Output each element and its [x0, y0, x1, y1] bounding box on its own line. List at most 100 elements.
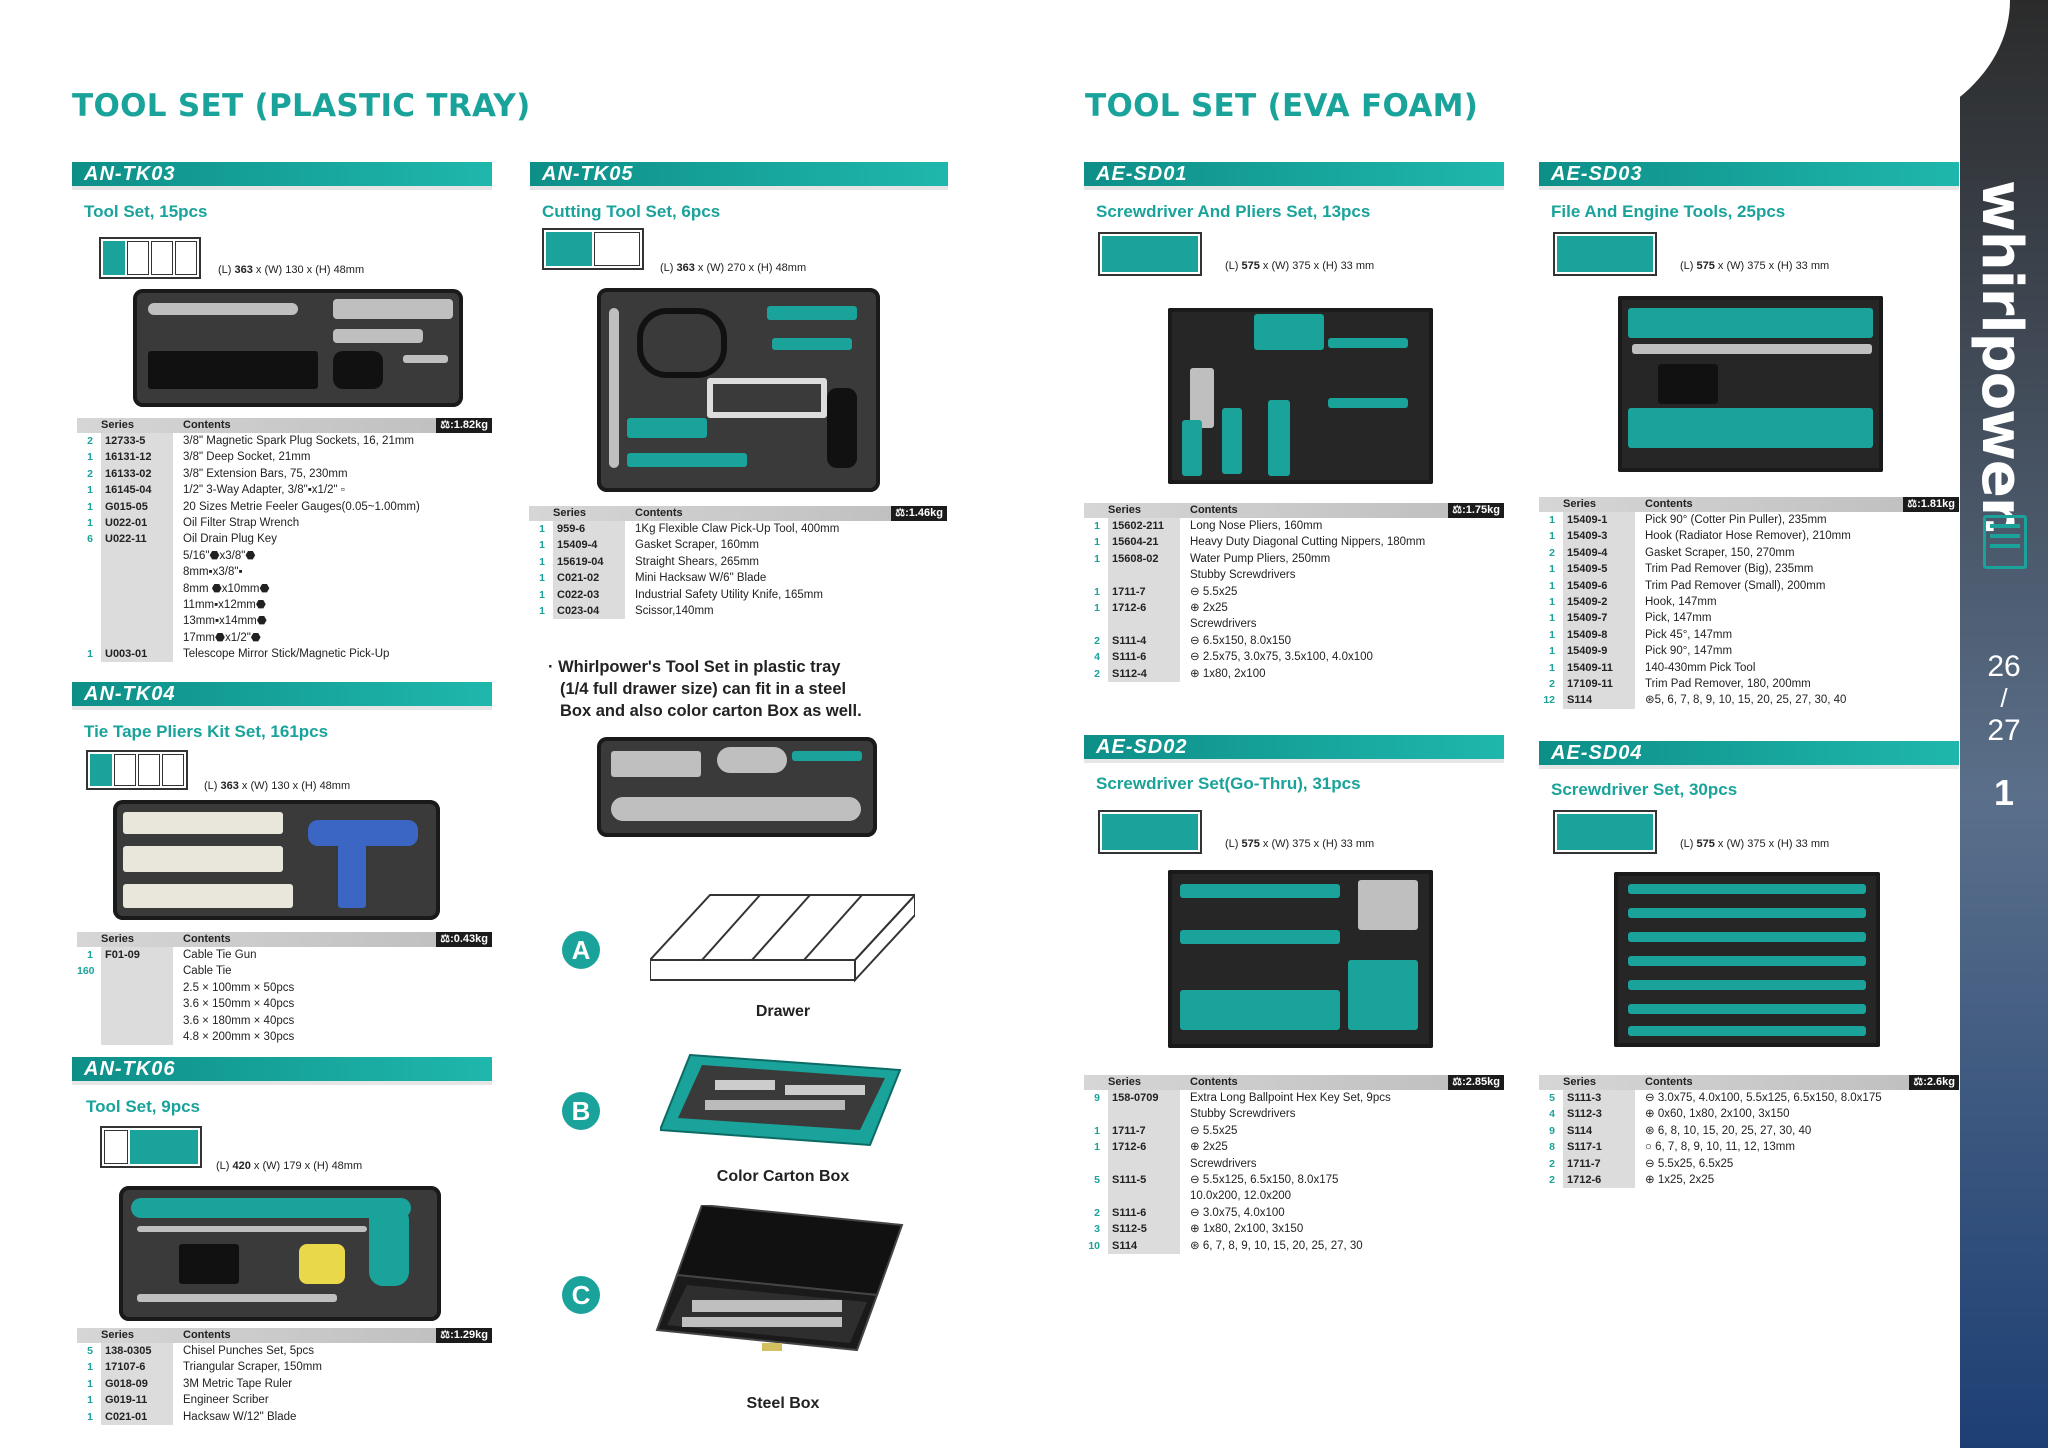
row-code: 15409-8 [1567, 628, 1608, 641]
row-code: S112-3 [1567, 1108, 1602, 1121]
row-description: 140-430mm Pick Tool [1645, 661, 1756, 674]
row-description: ⊕ 0x60, 1x80, 2x100, 3x150 [1645, 1108, 1790, 1121]
color-carton-illustration [658, 1050, 905, 1150]
row-description: Heavy Duty Diagonal Cutting Nippers, 180… [1190, 536, 1426, 549]
table-row: 8mm▪x3/8"▪ [77, 564, 492, 580]
row-description: ⊛ 6, 8, 10, 15, 20, 25, 27, 30, 40 [1645, 1124, 1812, 1137]
weight-badge-tk06: ⚖:1.29kg [436, 1328, 492, 1343]
row-code: G018-09 [105, 1377, 148, 1390]
table-row: 17mm⬣x1/2"⬣ [77, 630, 492, 646]
row-qty: 12 [1543, 694, 1555, 707]
table-row: 3.6 × 180mm × 40pcs [77, 1013, 492, 1029]
row-description: 13mm▪x14mm⬣ [183, 615, 267, 628]
row-code: 1711-7 [1112, 585, 1146, 598]
row-description: ⊖ 5.5x25 [1190, 585, 1238, 598]
row-description: Screwdrivers [1190, 1157, 1257, 1170]
row-code: 15409-3 [1567, 530, 1608, 543]
dims-tk05: (L) 363 x (W) 270 x (H) 48mm [660, 262, 807, 274]
row-code: 1711-7 [1112, 1124, 1146, 1137]
compatibility-note: · Whirlpower's Tool Set in plastic tray … [548, 658, 862, 720]
set-title-sd01: Screwdriver And Pliers Set, 13pcs [1096, 202, 1371, 221]
sample-tray-photo [597, 737, 877, 837]
row-code: 15619-04 [557, 555, 604, 568]
row-code: S111-5 [1112, 1173, 1147, 1186]
row-description: ⊛ 6, 7, 8, 9, 10, 15, 20, 25, 27, 30 [1190, 1239, 1363, 1252]
row-description: ⊖ 6.5x150, 8.0x150 [1190, 634, 1292, 647]
product-photo-tk03 [133, 289, 463, 407]
row-qty: 1 [87, 1361, 93, 1374]
row-description: ⊕ 1x80, 2x100 [1190, 667, 1266, 680]
product-photo-sd01 [1168, 308, 1433, 484]
row-description: Stubby Screwdrivers [1190, 1108, 1296, 1121]
row-description: ⊕ 1x25, 2x25 [1645, 1173, 1715, 1186]
row-qty: 1 [87, 500, 93, 513]
weight-badge-sd04: ⚖:2.6kg [1909, 1075, 1959, 1090]
caption-drawer: Drawer [755, 1003, 811, 1020]
row-code: 1712-6 [1112, 1141, 1147, 1154]
drawer-illustration [647, 890, 918, 985]
row-qty: 2 [87, 435, 93, 447]
row-qty: 2 [1094, 634, 1100, 647]
row-qty: 1 [1549, 645, 1555, 658]
row-code: 15409-1 [1567, 514, 1608, 526]
row-code: 17107-6 [105, 1361, 146, 1374]
option-badge-a: A [562, 931, 600, 969]
weight-badge-sd03: ⚖:1.81kg [1903, 497, 1959, 512]
row-qty: 1 [87, 484, 93, 497]
row-qty: 2 [1549, 677, 1555, 690]
row-description: ⊖ 5.5x25, 6.5x25 [1645, 1157, 1734, 1170]
row-code: U003-01 [105, 648, 148, 661]
dims-tk06: (L) 420 x (W) 179 x (H) 48mm [216, 1160, 363, 1172]
row-qty: 2 [1094, 1206, 1100, 1219]
row-qty: 1 [539, 604, 545, 617]
series-code-sd03: AE-SD03 [1539, 162, 1959, 190]
dims-sd01: (L) 575 x (W) 375 x (H) 33 mm [1225, 260, 1375, 272]
row-code: S111-6 [1112, 651, 1147, 664]
row-description: 3/8" Extension Bars, 75, 230mm [183, 467, 348, 480]
row-description: Pick, 147mm [1645, 612, 1712, 625]
row-description: Trim Pad Remover, 180, 200mm [1645, 677, 1811, 690]
dims-sd04: (L) 575 x (W) 375 x (H) 33 mm [1680, 838, 1830, 850]
row-description: ⊛5, 6, 7, 8, 9, 10, 15, 20, 25, 27, 30, … [1645, 694, 1847, 707]
option-badge-c: C [562, 1276, 600, 1314]
row-qty: 2 [1549, 1157, 1555, 1170]
table-row: 4.8 × 200mm × 30pcs [77, 1029, 492, 1045]
set-title-tk05: Cutting Tool Set, 6pcs [542, 202, 721, 221]
row-code: 15409-9 [1567, 645, 1608, 658]
row-qty: 5 [1094, 1173, 1100, 1186]
table-row: 8mm ⬣x10mm⬣ [77, 581, 492, 597]
row-qty: 160 [77, 965, 95, 978]
row-description: Cable Tie [183, 965, 232, 978]
row-code: C022-03 [557, 588, 600, 601]
row-description: Industrial Safety Utility Knife, 165mm [635, 588, 823, 601]
caption-steel-box: Steel Box [746, 1395, 820, 1412]
row-description: Hook, 147mm [1645, 595, 1717, 608]
row-qty: 2 [1094, 667, 1100, 680]
row-qty: 1 [1549, 530, 1555, 543]
row-qty: 1 [1549, 563, 1555, 576]
series-code-sd01: AE-SD01 [1084, 162, 1504, 190]
brand-logo: whirlpower. [1969, 180, 2034, 536]
